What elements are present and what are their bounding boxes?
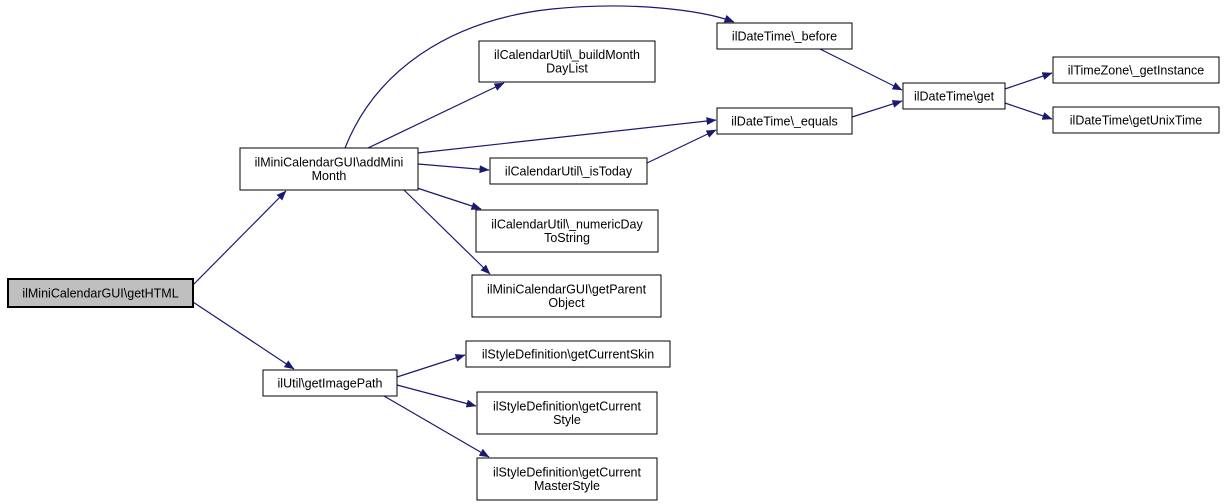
nodes-layer: ilMiniCalendarGUI\getHTML ilMiniCalendarG…	[7, 22, 1220, 501]
node-box-getCurrentSkin[interactable]	[465, 340, 671, 368]
edges-layer	[192, 5, 1053, 458]
edge-addMiniMonth-to-buildMonthDayList	[367, 82, 505, 149]
edge-addMiniMonth-to-getParentObject	[403, 189, 491, 275]
edge-equals-to-get	[851, 100, 903, 118]
node-box-equals[interactable]	[716, 107, 853, 135]
node-label-addMiniMonth-line2: Month	[312, 169, 347, 183]
node-label-numericDayToString-line1: ilCalendarUtil\_numericDay	[491, 218, 643, 232]
edge-get-to-getUnixTime	[1004, 102, 1053, 120]
edge-getImagePath-to-getCurrentMasterStyle	[383, 395, 490, 458]
graph-node-equals[interactable]: ilDateTime\_equals	[716, 107, 853, 135]
edge-getImagePath-to-getCurrentSkin	[396, 354, 466, 378]
node-box-numericDayToString[interactable]	[475, 209, 659, 253]
node-box-getUnixTime[interactable]	[1052, 106, 1220, 134]
edge-isToday-to-equals	[646, 129, 717, 164]
node-box-before[interactable]	[716, 22, 853, 50]
node-box-getCurrentStyle[interactable]	[476, 391, 658, 435]
graph-node-isToday[interactable]: ilCalendarUtil\_isToday	[489, 157, 648, 185]
node-label-equals: ilDateTime\_equals	[731, 114, 838, 128]
node-label-getImagePath: ilUtil\getImagePath	[278, 376, 383, 390]
node-label-get: ilDateTime\get	[914, 89, 995, 103]
node-label-isToday: ilCalendarUtil\_isToday	[505, 164, 633, 178]
edge-getHTML-to-getImagePath	[192, 301, 295, 370]
edge-addMiniMonth-to-numericDayToString	[416, 187, 482, 210]
node-label-getParentObject-line1: ilMiniCalendarGUI\getParent	[487, 283, 647, 297]
edge-getHTML-to-addMiniMonth	[192, 190, 287, 286]
edge-get-to-getInstance	[1004, 72, 1053, 90]
graph-node-getUnixTime[interactable]: ilDateTime\getUnixTime	[1052, 106, 1220, 134]
node-label-addMiniMonth-line1: ilMiniCalendarGUI\addMini	[255, 156, 404, 170]
node-label-getHTML: ilMiniCalendarGUI\getHTML	[22, 286, 178, 300]
node-box-getHTML	[7, 278, 194, 308]
edge-getImagePath-to-getCurrentStyle	[396, 384, 477, 408]
node-box-addMiniMonth[interactable]	[239, 147, 419, 191]
node-label-getCurrentMasterStyle-line2: MasterStyle	[534, 479, 600, 493]
node-box-buildMonthDayList[interactable]	[478, 40, 656, 83]
node-label-getParentObject-line2: Object	[548, 296, 585, 310]
graph-node-before[interactable]: ilDateTime\_before	[716, 22, 853, 50]
edge-addMiniMonth-to-equals	[417, 117, 717, 154]
graph-node-getInstance[interactable]: ilTimeZone\_getInstance	[1052, 56, 1220, 84]
node-box-get[interactable]	[902, 82, 1006, 110]
node-box-getCurrentMasterStyle[interactable]	[476, 457, 658, 501]
edge-before-to-get	[819, 48, 903, 91]
node-box-getParentObject[interactable]	[471, 274, 662, 318]
node-box-isToday[interactable]	[489, 157, 648, 185]
node-label-buildMonthDayList-line1: ilCalendarUtil\_buildMonth	[494, 48, 640, 62]
edge-addMiniMonth-to-isToday	[417, 163, 490, 174]
node-label-before: ilDateTime\_before	[732, 29, 837, 43]
graph-node-get[interactable]: ilDateTime\get	[902, 82, 1006, 110]
node-label-getCurrentStyle-line2: Style	[553, 413, 581, 427]
node-box-getInstance[interactable]	[1052, 56, 1220, 84]
node-label-getUnixTime: ilDateTime\getUnixTime	[1070, 113, 1202, 127]
node-label-getInstance: ilTimeZone\_getInstance	[1068, 63, 1204, 77]
graph-node-getHTML: ilMiniCalendarGUI\getHTML	[7, 278, 194, 308]
node-label-getCurrentMasterStyle-line1: ilStyleDefinition\getCurrent	[493, 466, 642, 480]
node-label-numericDayToString-line2: ToString	[544, 231, 590, 245]
node-label-buildMonthDayList-line2: DayList	[546, 62, 588, 76]
graph-node-getImagePath[interactable]: ilUtil\getImagePath	[262, 369, 398, 397]
graph-node-getCurrentSkin[interactable]: ilStyleDefinition\getCurrentSkin	[465, 340, 671, 368]
node-label-getCurrentStyle-line1: ilStyleDefinition\getCurrent	[493, 400, 642, 414]
node-box-getImagePath[interactable]	[262, 369, 398, 397]
edge-addMiniMonth-to-before	[344, 5, 735, 149]
node-label-getCurrentSkin: ilStyleDefinition\getCurrentSkin	[482, 347, 654, 361]
